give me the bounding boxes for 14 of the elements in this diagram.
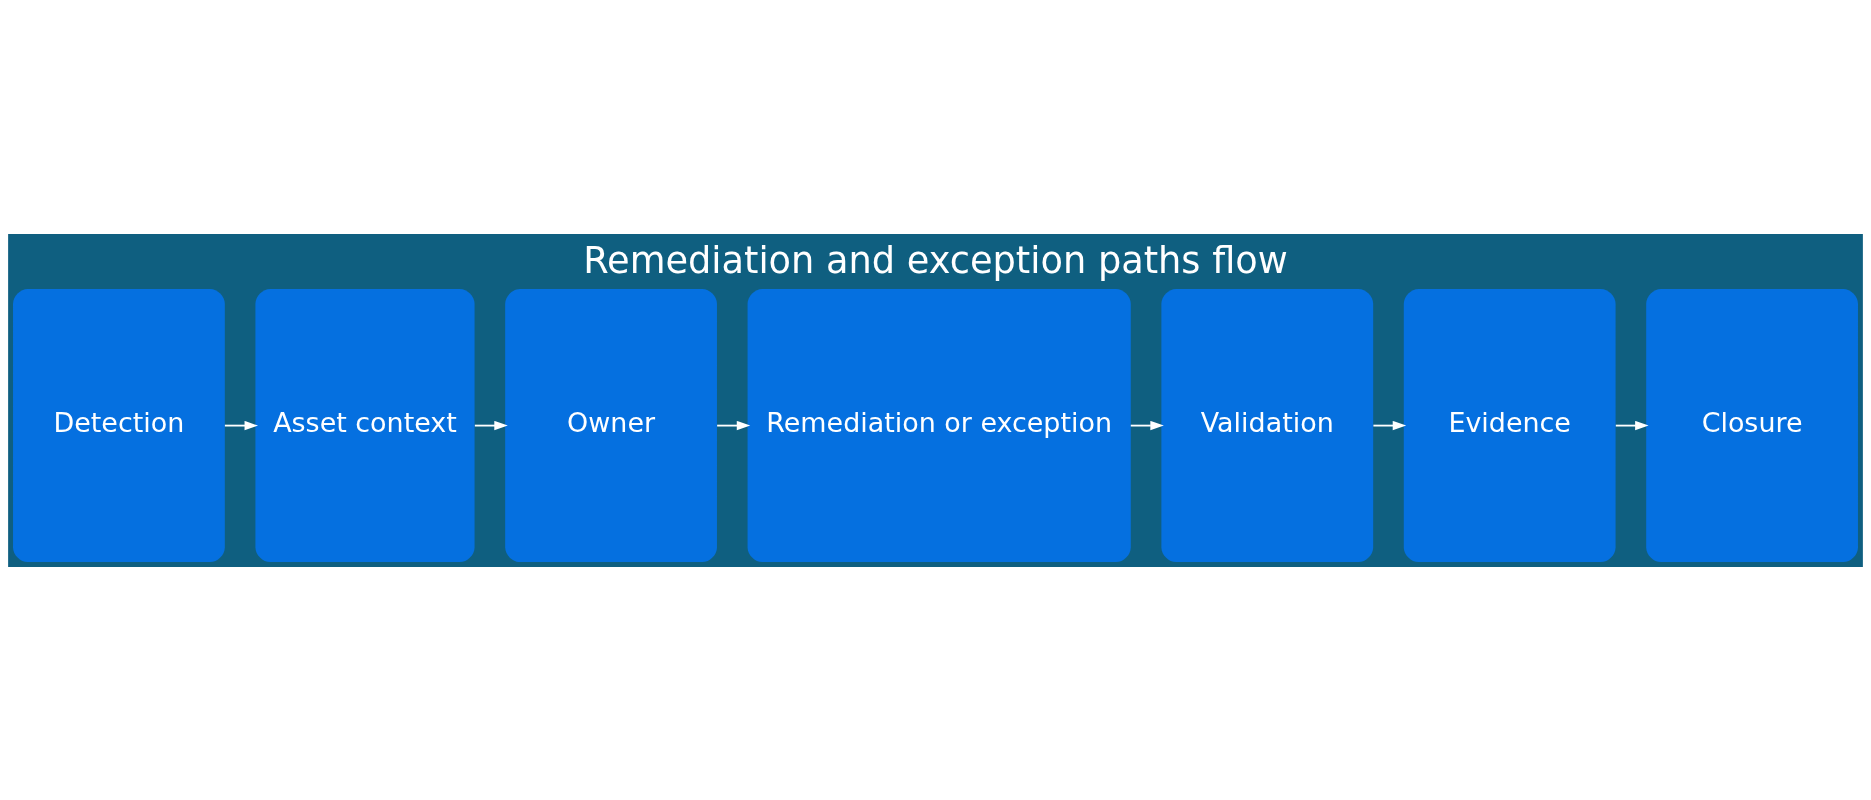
arrow	[1129, 420, 1164, 430]
node-box: Asset context	[255, 288, 475, 562]
arrow	[473, 420, 508, 430]
arrow	[223, 420, 259, 430]
node-box: Owner	[505, 288, 717, 562]
node-box: Closure	[1646, 288, 1858, 562]
arrow	[1614, 420, 1649, 430]
arrow	[716, 420, 751, 430]
node-box: Detection	[13, 288, 225, 562]
arrow	[1372, 420, 1407, 430]
node-box: Remediation or exception	[747, 288, 1131, 562]
node-box: Evidence	[1403, 288, 1616, 562]
diagram-title: Remediation and exception paths flow	[583, 238, 1288, 282]
node-box: Validation	[1161, 288, 1374, 562]
